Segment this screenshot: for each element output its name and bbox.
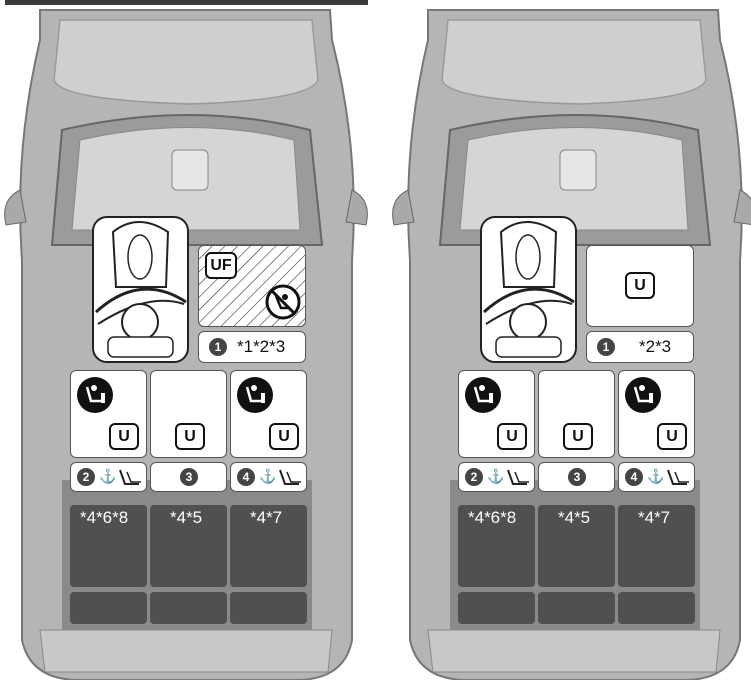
rear-pos-middle: 3 [150,462,227,492]
front-note-text: *2*3 [639,337,671,357]
front-passenger-note: 1 *2*3 [586,331,694,363]
rear-seat-right: U [618,370,695,458]
top-tether-icon [505,466,531,488]
rear-note-middle: *4*5 [558,508,590,528]
position-number: 1 [597,338,615,356]
rear-pos-left: 2 ⚓ [70,462,147,492]
anchor-icon: ⚓ [99,468,116,485]
front-passenger-seat: U [586,245,694,327]
universal-badge: U [497,423,527,450]
universal-badge: U [657,423,687,450]
rear-pos-middle: 3 [538,462,615,492]
rear-pos-left: 2 ⚓ [458,462,535,492]
bumper-block-middle [538,592,615,624]
rear-note-right: *4*7 [638,508,670,528]
rear-pos-right: 4 ⚓ [618,462,695,492]
rear-seat-middle: U [150,370,227,458]
position-number: 4 [237,468,255,486]
front-seat-badge: U [625,272,655,299]
universal-badge: U [109,423,139,450]
isofix-icon [237,377,273,413]
rear-seat-left: U [458,370,535,458]
front-passenger-seat: UF [198,245,306,327]
rear-note-right: *4*7 [250,508,282,528]
anchor-icon: ⚓ [647,468,664,485]
isofix-icon [625,377,661,413]
rear-note-left: *4*6*8 [468,508,516,528]
position-number: 2 [77,468,95,486]
driver-seat-illustration [88,212,193,367]
no-child-seat-icon [265,284,301,320]
position-number: 3 [180,468,198,486]
rear-pos-right: 4 ⚓ [230,462,307,492]
anchor-icon: ⚓ [487,468,504,485]
bumper-block-left [70,592,147,624]
front-seat-badge: UF [205,252,237,279]
rear-note-left: *4*6*8 [80,508,128,528]
front-passenger-note: 1 *1*2*3 [198,331,306,363]
top-tether-icon [665,466,691,488]
bumper-block-middle [150,592,227,624]
panel-right: U 1 *2*3 U U U 2 ⚓ 3 4 ⚓ *4*6*8 *4*5 *4*… [388,0,751,680]
panel-left: UF 1 *1*2*3 U U U 2 ⚓ 3 4 ⚓ [0,0,372,680]
anchor-icon: ⚓ [259,468,276,485]
position-number: 2 [465,468,483,486]
bumper-block-right [618,592,695,624]
bumper-block-right [230,592,307,624]
universal-badge: U [175,423,205,450]
universal-badge: U [563,423,593,450]
bumper-block-left [458,592,535,624]
position-number: 1 [209,338,227,356]
top-tether-icon [277,466,303,488]
isofix-icon [465,377,501,413]
top-tether-icon [117,466,143,488]
position-number: 3 [568,468,586,486]
rear-seat-left: U [70,370,147,458]
front-note-text: *1*2*3 [237,337,285,357]
universal-badge: U [269,423,299,450]
rear-seat-right: U [230,370,307,458]
driver-seat-illustration [476,212,581,367]
rear-note-middle: *4*5 [170,508,202,528]
isofix-icon [77,377,113,413]
rear-seat-middle: U [538,370,615,458]
position-number: 4 [625,468,643,486]
